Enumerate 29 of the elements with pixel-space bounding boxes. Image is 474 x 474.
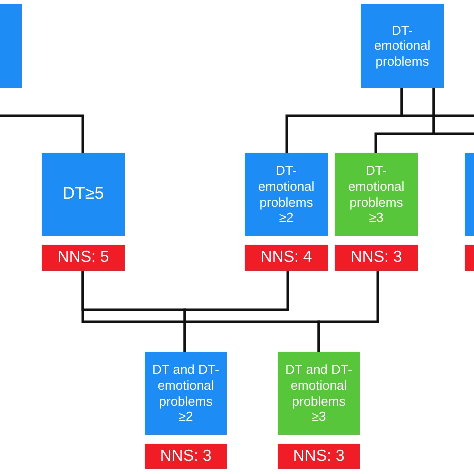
criterion-box [145,352,227,435]
connector-line [0,114,84,153]
criterion-text: DT- emotional problems [373,22,432,70]
partial-box [0,4,22,88]
connector-line [432,88,474,136]
criterion-text: DT and DT- emotional problems ≥2 [152,362,220,425]
criterion-box [278,352,360,435]
nns-label-box [245,245,328,271]
nns-value: NNS: 4 [260,248,312,268]
criterion-text: DT- emotional problems ≥2 [257,163,316,226]
connector-line [318,271,380,352]
nns-label-box [145,444,227,469]
nns-value: NNS: 5 [58,248,110,268]
nns-label-box [335,245,418,271]
criterion-text: DT and DT- emotional problems ≥3 [285,362,353,425]
criterion-text: DT≥5 [62,184,104,205]
nns-value: NNS: 3 [350,248,402,268]
connector-line [184,271,290,352]
criterion-box [42,153,125,236]
criterion-box [361,4,444,88]
connector-line [400,88,474,118]
partial-box [465,245,474,271]
criterion-box [245,153,328,236]
criterion-box [335,153,418,236]
nns-label-box [42,245,125,271]
criterion-text: DT- emotional problems ≥3 [347,163,406,226]
nns-label-box [278,444,360,469]
nns-value: NNS: 3 [293,446,345,466]
nns-value: NNS: 3 [160,446,212,466]
